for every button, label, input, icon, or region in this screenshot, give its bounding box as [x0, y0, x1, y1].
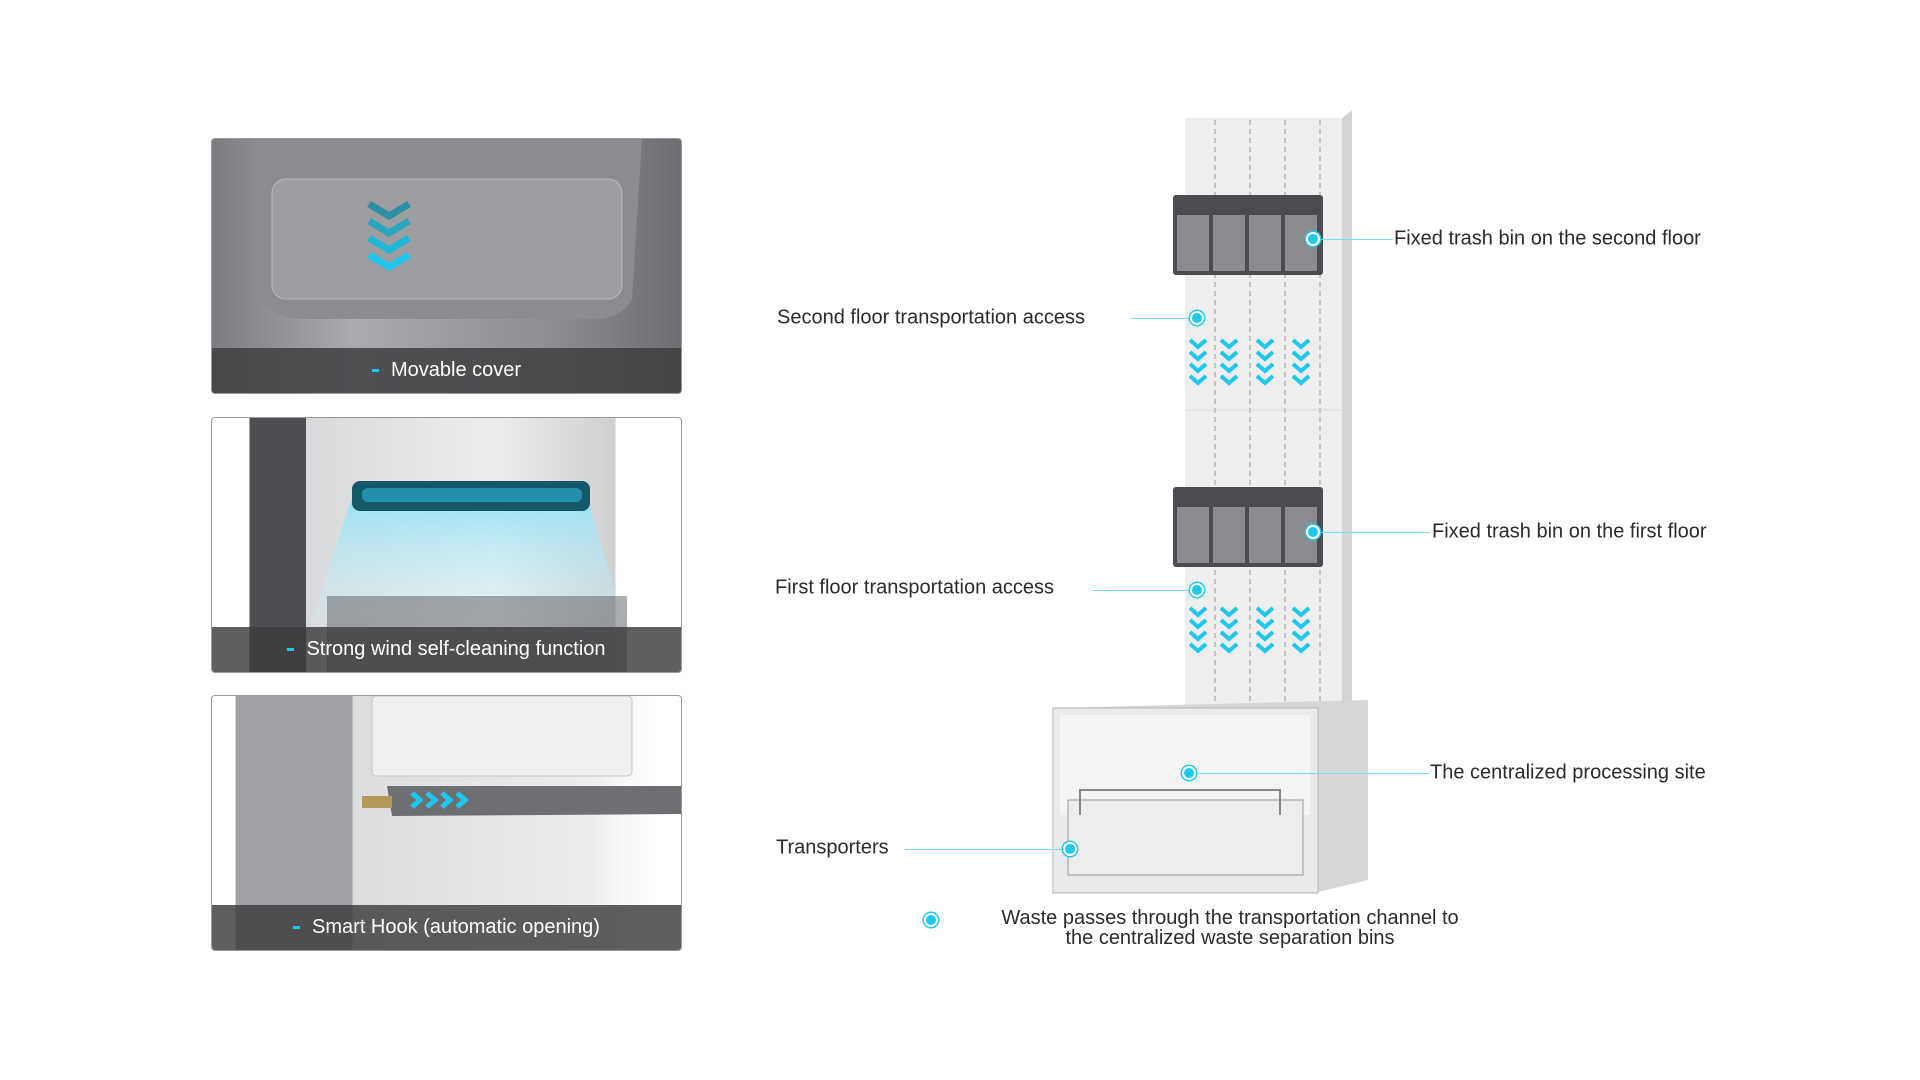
- callout-line: [1189, 773, 1429, 774]
- footnote: Waste passes through the transportation …: [950, 908, 1510, 948]
- marker-dot-icon: [1190, 583, 1204, 597]
- waste-system-illustration: [1052, 110, 1368, 894]
- callout-line: [1318, 239, 1393, 240]
- caption-text: Smart Hook (automatic opening): [312, 916, 600, 938]
- processing-base: [1052, 700, 1368, 894]
- marker-dot-icon: [1190, 311, 1204, 325]
- marker-dot-icon: [924, 913, 938, 927]
- callout-line: [1092, 590, 1197, 591]
- bullet-icon: [287, 648, 295, 651]
- bullet-icon: [371, 369, 379, 372]
- first-floor-bins: [1173, 487, 1323, 567]
- marker-dot-icon: [1182, 766, 1196, 780]
- chevron-down-icon: [1188, 338, 1311, 653]
- callout-line: [905, 849, 1070, 850]
- processing-site-label: The centralized processing site: [1430, 761, 1706, 784]
- first-floor-access-label: First floor transportation access: [775, 576, 1054, 599]
- second-floor-bin-label: Fixed trash bin on the second floor: [1394, 227, 1701, 250]
- feature-caption: Movable cover: [212, 348, 681, 393]
- caption-text: Strong wind self-cleaning function: [306, 638, 606, 660]
- chevron-down-icon: [367, 200, 411, 272]
- callout-line: [1130, 318, 1197, 319]
- chevron-right-icon: [410, 791, 469, 809]
- bullet-icon: [293, 926, 301, 929]
- marker-dot-icon: [1063, 842, 1077, 856]
- first-floor-bin-label: Fixed trash bin on the first floor: [1432, 520, 1707, 543]
- feature-caption: Smart Hook (automatic opening): [212, 905, 681, 950]
- transporters-label: Transporters: [776, 836, 889, 859]
- second-floor-access-label: Second floor transportation access: [777, 306, 1085, 329]
- caption-text: Movable cover: [390, 359, 522, 381]
- smart-hook-panel: Smart Hook (automatic opening): [211, 695, 682, 951]
- footnote-line: Waste passes through the transportation …: [1001, 907, 1459, 929]
- marker-dot-icon: [1306, 232, 1320, 246]
- callout-line: [1318, 532, 1430, 533]
- smart-hook-image: [362, 696, 681, 816]
- second-floor-bins: [1173, 195, 1323, 275]
- wind-cleaning-panel: Strong wind self-cleaning function: [211, 417, 682, 673]
- movable-cover-image: [252, 139, 642, 319]
- movable-cover-panel: Movable cover: [211, 138, 682, 394]
- feature-caption: Strong wind self-cleaning function: [212, 627, 681, 672]
- marker-dot-icon: [1306, 525, 1320, 539]
- footnote-line: the centralized waste separation bins: [1065, 927, 1395, 949]
